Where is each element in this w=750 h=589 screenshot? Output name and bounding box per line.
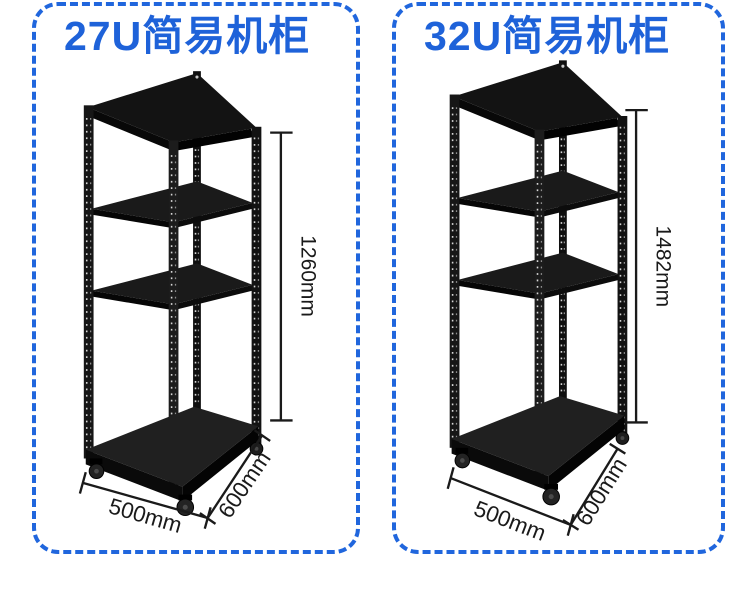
product-card-27u: 1260mm 500mm 600mm 27U简易机柜 — [32, 2, 360, 554]
depth-dimension-line-32u — [562, 442, 626, 531]
product-title-32u: 32U简易机柜 — [424, 13, 671, 59]
product-title-27u: 27U简易机柜 — [64, 13, 311, 59]
rack-photo-27u — [83, 70, 264, 517]
product-card-32u: 1482mm 500mm 600mm 32U简易机柜 — [392, 2, 725, 554]
height-dimension-line-27u — [270, 131, 293, 422]
rack-figure-32u: 1482mm 500mm 600mm — [446, 59, 675, 546]
depth-dimension-line-27u — [199, 429, 271, 525]
rack-figure-27u: 1260mm 500mm 600mm — [78, 70, 319, 538]
width-label-32u: 500mm — [471, 496, 550, 546]
height-label-27u: 1260mm — [296, 235, 319, 317]
height-dimension-line-32u — [625, 108, 648, 424]
rack-photo-32u — [448, 59, 630, 506]
height-label-32u: 1482mm — [652, 225, 675, 307]
